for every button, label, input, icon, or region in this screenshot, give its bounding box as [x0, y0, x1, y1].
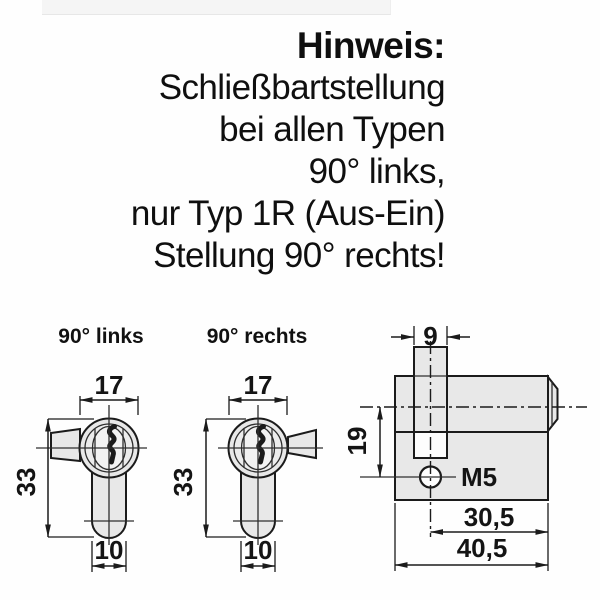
view-label-90-links: 90° links: [58, 325, 143, 348]
dimension-label-10: 10: [244, 535, 273, 565]
front-view-90-links: 17 33 10 90° links: [11, 325, 147, 572]
dimension-label-10: 10: [95, 535, 124, 565]
front-view-90-rechts: 17 33 10 90° rechts: [168, 325, 323, 572]
notice-line: 90° links,: [308, 152, 446, 191]
cylinder-face: [80, 405, 139, 545]
side-view-half-cylinder: M5 9 19 30,5 40,5: [342, 321, 587, 571]
dimension-label-19: 19: [342, 427, 372, 456]
dimension-label-40-5: 40,5: [457, 533, 508, 563]
notice-line: Schließbartstellung: [158, 68, 446, 107]
dimension-label-33: 33: [168, 468, 198, 497]
dimension-label-17: 17: [244, 370, 273, 400]
dimension-label-17: 17: [95, 370, 124, 400]
thread-label-m5: M5: [461, 462, 497, 492]
scan-artifact: [42, 0, 391, 15]
notice-text-block: Hinweis: Schließbartstellung bei allen T…: [130, 25, 446, 277]
dimension-label-33: 33: [11, 468, 41, 497]
cam-left: [50, 427, 81, 463]
notice-line: nur Typ 1R (Aus-Ein): [130, 194, 446, 233]
notice-line: bei allen Typen: [219, 110, 445, 149]
notice-line: Stellung 90° rechts!: [153, 236, 446, 275]
plug-nose-chamfer: [547, 374, 559, 434]
dimension-label-9: 9: [423, 321, 437, 351]
cylinder-face: [229, 405, 288, 545]
cam-right: [287, 428, 317, 460]
dimension-label-30-5: 30,5: [464, 502, 515, 532]
view-label-90-rechts: 90° rechts: [207, 325, 308, 348]
notice-title: Hinweis:: [296, 25, 446, 66]
